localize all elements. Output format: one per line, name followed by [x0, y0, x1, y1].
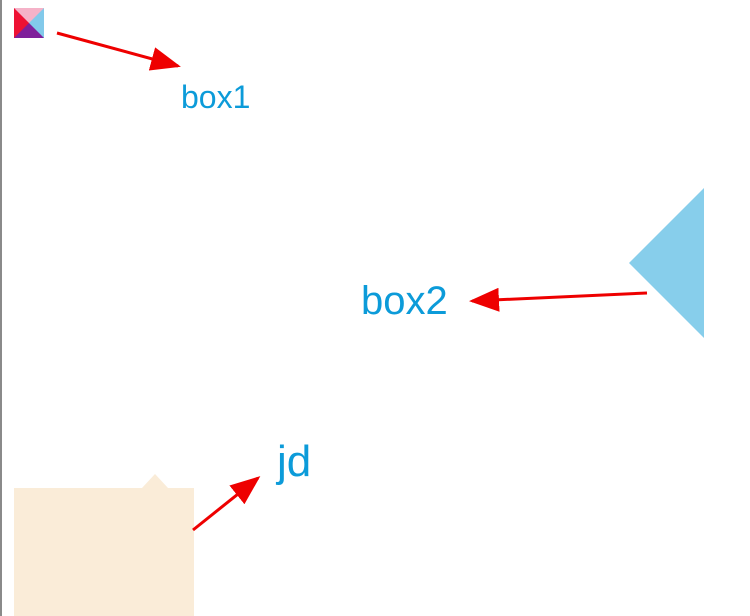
jd-box-notch: [142, 474, 168, 488]
box1-label: box1: [181, 79, 251, 115]
box1-arrow: [56, 31, 181, 71]
box2-label: box2: [361, 279, 448, 323]
jd-box: [14, 488, 194, 616]
box1-shape: [14, 8, 44, 38]
jd-arrow: [192, 476, 261, 532]
box2-arrow: [469, 287, 648, 312]
box2-shape: [629, 188, 704, 338]
box2-triangle: [629, 188, 704, 338]
page-left-border: [0, 0, 2, 616]
jd-label: jd: [277, 437, 312, 486]
